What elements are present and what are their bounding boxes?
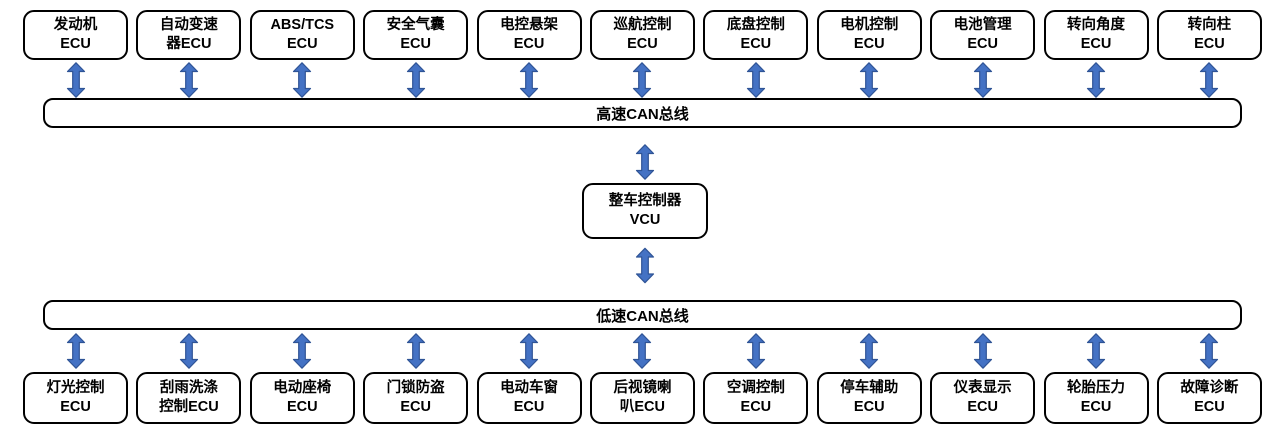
ecu-label: 灯光控制 ECU [46,380,105,415]
ecu-label: 安全气囊 ECU [386,17,445,52]
ecu-column: 电动车窗 ECU [476,333,582,424]
ecu-box: ABS/TCS ECU [249,10,355,60]
ecu-column: 转向柱 ECU [1156,10,1262,98]
vcu-area: 整车控制器 VCU [582,144,708,284]
double-arrow-icon [519,333,539,369]
double-arrow-icon [406,62,425,98]
ecu-box: 刮雨洗涤 控制ECU [136,372,242,424]
ecu-column: 停车辅助 ECU [816,333,922,424]
ecu-column: 仪表显示 ECU [930,333,1036,424]
vcu-box: 整车控制器 VCU [582,183,708,239]
double-arrow-icon [860,62,879,98]
ecu-box: 电动座椅 ECU [249,372,355,424]
ecu-box: 电机控制 ECU [816,10,922,60]
double-arrow-icon [973,333,992,369]
ecu-label: 空调控制 ECU [726,380,785,415]
ecu-label: 电机控制 ECU [840,17,899,52]
ecu-box: 电动车窗 ECU [476,372,582,424]
ecu-box: 电控悬架 ECU [476,10,582,60]
double-arrow-icon [973,62,992,98]
ecu-label: 电动车窗 ECU [500,380,559,415]
double-arrow-icon [179,333,198,369]
ecu-box: 转向柱 ECU [1156,10,1262,60]
double-arrow-icon [633,333,652,369]
ecu-label: 巡航控制 ECU [613,17,672,52]
ecu-column: 电机控制 ECU [816,10,922,98]
ecu-label: 转向柱 ECU [1187,17,1232,52]
ecu-label: 电池管理 ECU [953,17,1012,52]
ecu-label: 停车辅助 ECU [840,380,899,415]
double-arrow-icon [1086,333,1106,369]
double-arrow-icon [406,333,425,369]
ecu-column: 安全气囊 ECU [363,10,469,98]
ecu-column: 转向角度 ECU [1043,10,1149,98]
ecu-box: 安全气囊 ECU [363,10,469,60]
double-arrow-icon [519,62,539,98]
ecu-box: 电池管理 ECU [930,10,1036,60]
double-arrow-icon [635,144,655,180]
ecu-label: 发动机 ECU [53,17,98,52]
double-arrow-icon [1200,62,1219,98]
ecu-label: 电动座椅 ECU [273,380,332,415]
ecu-column: 电池管理 ECU [930,10,1036,98]
ecu-column: 巡航控制 ECU [589,10,695,98]
ecu-label: 轮胎压力 ECU [1067,380,1126,415]
ecu-label: 门锁防盗 ECU [386,380,445,415]
ecu-box: 停车辅助 ECU [816,372,922,424]
ecu-label: 故障诊断 ECU [1180,380,1239,415]
ecu-column: 门锁防盗 ECU [363,333,469,424]
low-speed-can-bus-label: 低速CAN总线 [596,307,689,325]
ecu-column: 电动座椅 ECU [249,333,355,424]
high-speed-ecu-row: 发动机 ECU 自动变速 器ECU ABS/TCS ECU 安全气囊 ECU 电 [23,10,1262,98]
double-arrow-icon [860,333,879,369]
ecu-box: 发动机 ECU [23,10,128,60]
ecu-box: 自动变速 器ECU [136,10,242,60]
double-arrow-icon [66,62,85,98]
ecu-label: 后视镜喇 叭ECU [613,380,672,415]
ecu-column: 灯光控制 ECU [23,333,128,424]
ecu-label: 电控悬架 ECU [500,17,559,52]
ecu-column: 后视镜喇 叭ECU [589,333,695,424]
low-speed-ecu-row: 灯光控制 ECU 刮雨洗涤 控制ECU 电动座椅 ECU 门锁防盗 ECU 电动 [23,333,1262,424]
ecu-column: 自动变速 器ECU [136,10,242,98]
ecu-box: 空调控制 ECU [703,372,809,424]
double-arrow-icon [293,333,312,369]
double-arrow-icon [66,333,85,369]
ecu-box: 转向角度 ECU [1043,10,1149,60]
ecu-box: 故障诊断 ECU [1156,372,1262,424]
high-speed-can-bus: 高速CAN总线 [43,98,1242,128]
double-arrow-icon [633,62,652,98]
ecu-box: 门锁防盗 ECU [363,372,469,424]
ecu-label: 仪表显示 ECU [953,380,1012,415]
ecu-box: 后视镜喇 叭ECU [589,372,695,424]
ecu-box: 巡航控制 ECU [589,10,695,60]
ecu-label: 自动变速 器ECU [159,17,218,52]
double-arrow-icon [635,247,655,284]
ecu-label: ABS/TCS ECU [270,17,335,52]
double-arrow-icon [746,333,765,369]
ecu-box: 灯光控制 ECU [23,372,128,424]
ecu-column: 刮雨洗涤 控制ECU [136,333,242,424]
ecu-label: 刮雨洗涤 控制ECU [159,380,219,415]
ecu-column: 故障诊断 ECU [1156,333,1262,424]
double-arrow-icon [746,62,765,98]
double-arrow-icon [1086,62,1106,98]
ecu-column: 发动机 ECU [23,10,128,98]
low-speed-can-bus: 低速CAN总线 [43,300,1242,330]
vcu-label: 整车控制器 VCU [608,193,682,228]
ecu-column: 空调控制 ECU [703,333,809,424]
ecu-box: 轮胎压力 ECU [1043,372,1149,424]
ecu-column: 底盘控制 ECU [703,10,809,98]
ecu-label: 底盘控制 ECU [726,17,785,52]
ecu-column: ABS/TCS ECU [249,10,355,98]
ecu-box: 仪表显示 ECU [930,372,1036,424]
double-arrow-icon [179,62,198,98]
ecu-column: 电控悬架 ECU [476,10,582,98]
double-arrow-icon [293,62,312,98]
double-arrow-icon [1200,333,1219,369]
ecu-column: 轮胎压力 ECU [1043,333,1149,424]
high-speed-can-bus-label: 高速CAN总线 [596,105,689,123]
ecu-box: 底盘控制 ECU [703,10,809,60]
ecu-label: 转向角度 ECU [1067,17,1126,52]
